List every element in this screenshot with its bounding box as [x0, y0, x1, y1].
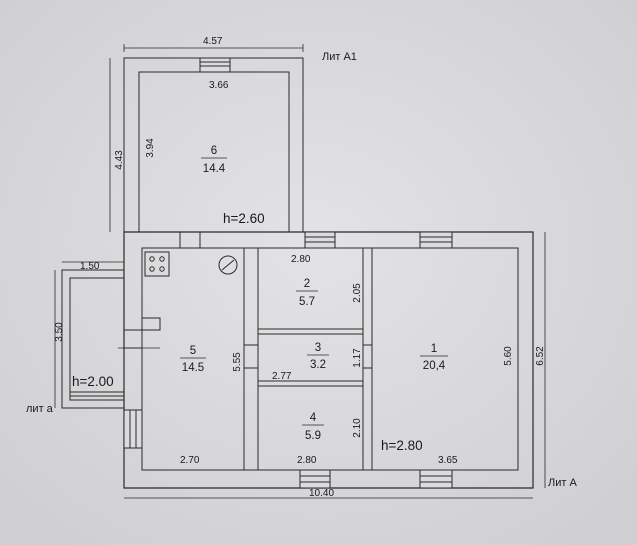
- boiler-icon: [218, 255, 238, 275]
- dim-r3-width: 2.77: [272, 371, 292, 382]
- room-1: 1 20,4: [420, 343, 448, 372]
- porch-outer-wall: [61, 269, 124, 409]
- room-area: 5.9: [305, 430, 321, 442]
- boiler-slash-icon: [221, 259, 235, 271]
- room-area: 14.5: [182, 362, 204, 374]
- lit-a-label: Лит А: [548, 477, 577, 489]
- stove-burner-icon: [159, 256, 165, 262]
- lit-a-small-label: лит а: [26, 403, 54, 415]
- lit-a1-label: Лит А1: [322, 51, 357, 63]
- dimension-lines: [54, 44, 546, 499]
- window-left-lower: [123, 409, 143, 449]
- room-number: 3: [315, 342, 321, 354]
- dim-r4-height: 2.10: [352, 418, 363, 438]
- room-4: 4 5.9: [302, 412, 324, 442]
- dim-r3-height: 1.17: [352, 348, 363, 368]
- room-number: 4: [310, 412, 317, 424]
- dim-a1-outer-height: 4.43: [114, 150, 125, 170]
- porch-step: [141, 317, 161, 331]
- dim-a1-inner-width: 3.66: [209, 80, 229, 91]
- main-inner-wall: [141, 247, 519, 471]
- partition-r2-r3: [258, 328, 363, 335]
- dim-total-height: 6.52: [535, 346, 546, 366]
- stove-burner-icon: [149, 266, 155, 272]
- dim-porch-height: 3.50: [54, 322, 65, 342]
- room-number: 2: [304, 278, 310, 290]
- room-2: 2 5.7: [296, 278, 318, 308]
- stove-icon: [144, 251, 170, 277]
- porch-inner-wall: [69, 277, 124, 401]
- room-area: 14.4: [203, 163, 226, 175]
- room-5: 5 14.5: [180, 345, 206, 374]
- window-bottom-room4: [299, 469, 331, 489]
- partition-r3-r4: [258, 380, 363, 387]
- dim-total-width: 10.40: [309, 488, 334, 499]
- dim-r1-height: 5.60: [503, 346, 514, 366]
- window-top-room2: [304, 231, 336, 249]
- room-number: 1: [431, 343, 437, 355]
- dim-r5-width: 2.70: [180, 455, 200, 466]
- dim-r2-width: 2.80: [291, 254, 311, 265]
- stove-burner-icon: [149, 256, 155, 262]
- dim-a1-inner-height: 3.94: [145, 138, 156, 158]
- window-porch: [70, 391, 124, 397]
- room-area: 3.2: [310, 359, 326, 371]
- room-number: 6: [211, 145, 217, 157]
- dim-r5-height: 5.55: [232, 352, 243, 372]
- window-top-room1: [419, 231, 453, 249]
- room-6: 6 14.4: [201, 145, 227, 175]
- dim-a1-outer-width: 4.57: [203, 36, 223, 47]
- dim-r1-width: 3.65: [438, 455, 458, 466]
- stove-burner-icon: [159, 266, 165, 272]
- height-porch: h=2.00: [72, 374, 114, 389]
- window-bottom-room1: [419, 469, 453, 489]
- main-outer-wall: [123, 231, 534, 489]
- dim-r2-height: 2.05: [352, 283, 363, 303]
- window-a1-top: [199, 57, 231, 73]
- room-number: 5: [190, 345, 196, 357]
- room-area: 5.7: [299, 296, 315, 308]
- dim-porch-width: 1.50: [80, 261, 100, 272]
- height-a1: h=2.60: [223, 211, 265, 226]
- room-3: 3 3.2: [307, 342, 329, 371]
- height-a: h=2.80: [381, 438, 423, 453]
- dim-r4-width: 2.80: [297, 455, 317, 466]
- room-area: 20,4: [423, 360, 446, 372]
